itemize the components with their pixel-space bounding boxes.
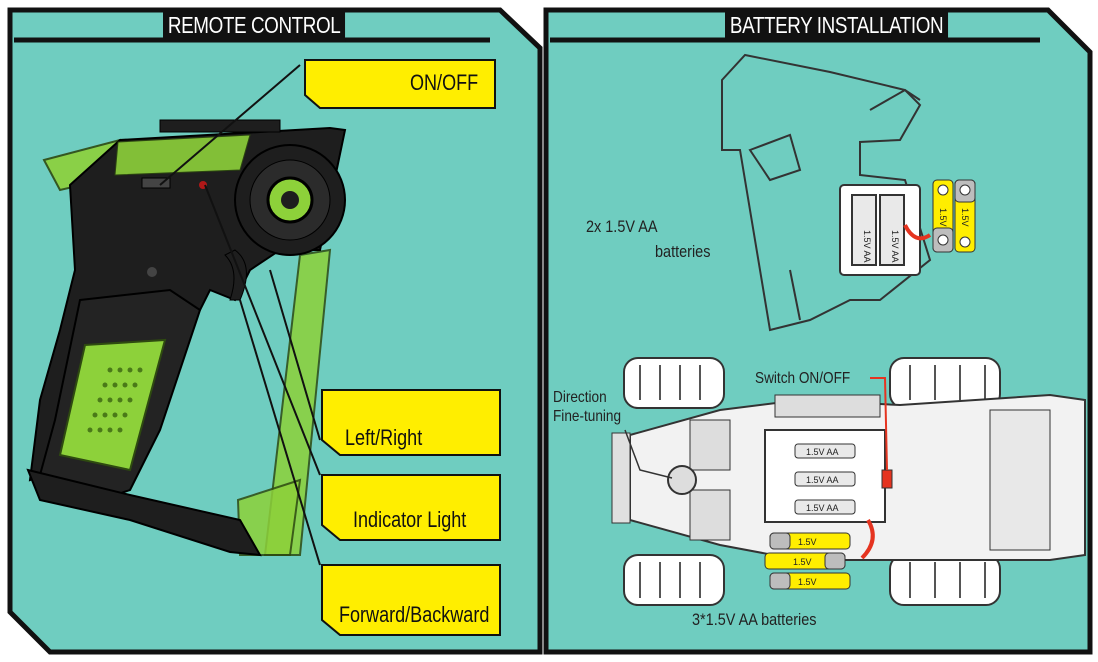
car-loose-label-3: 1.5V	[798, 577, 817, 587]
car-loose-batteries	[764, 532, 851, 590]
label-tags	[304, 59, 501, 636]
car-power-switch	[881, 469, 893, 489]
remote-loose-batteries	[932, 179, 976, 253]
pointer-switch	[870, 377, 888, 471]
remote-battery-note-line1: 2x 1.5V AA	[586, 217, 658, 236]
fine-tuning-label: Fine-tuning	[553, 408, 622, 425]
car-cell-label-1: 1.5V AA	[806, 447, 839, 457]
remote-illustration	[26, 64, 347, 566]
car-cell-label-3: 1.5V AA	[806, 503, 839, 513]
grip-green-panel	[58, 338, 167, 472]
car-loose-label-2: 1.5V	[793, 557, 812, 567]
label-left-right: Left/Right	[345, 425, 423, 450]
label-forward-backward: Forward/Backward	[339, 602, 490, 627]
battery-panel-title: BATTERY INSTALLATION	[725, 8, 949, 42]
pointer-indicator	[204, 184, 321, 476]
trim-dial	[667, 465, 697, 495]
pointer-fine-tuning	[624, 429, 673, 479]
label-on-off: ON/OFF	[410, 70, 479, 95]
remote-battery-note-line2: batteries	[655, 242, 711, 261]
pointer-on-off	[159, 64, 301, 186]
switch-on-off-label: Switch ON/OFF	[755, 370, 851, 387]
label-indicator-light: Indicator Light	[353, 507, 467, 532]
car-battery-note: 3*1.5V AA batteries	[692, 610, 817, 629]
remote-battery-diagram	[721, 53, 932, 332]
loose-cell-label-2: 1.5V	[960, 208, 970, 227]
insert-arrow-remote	[903, 224, 932, 241]
green-side-frame	[263, 248, 332, 556]
car-cell-label-2: 1.5V AA	[806, 475, 839, 485]
pointer-left-right	[269, 269, 321, 441]
remote-panel-title: REMOTE CONTROL	[163, 8, 346, 42]
direction-label: Direction	[553, 389, 607, 406]
remote-cell-label-2: 1.5V AA	[890, 230, 900, 263]
car-chassis-diagram	[611, 357, 1086, 606]
remote-cell-label-1: 1.5V AA	[862, 230, 872, 263]
loose-cell-label-1: 1.5V	[938, 208, 948, 227]
wheel-rear-right	[889, 554, 1001, 606]
car-loose-label-1: 1.5V	[798, 537, 817, 547]
insert-arrow-car	[860, 518, 875, 560]
throttle-trigger	[224, 249, 247, 301]
pointer-forward-backward	[239, 299, 321, 566]
power-switch	[141, 177, 171, 189]
